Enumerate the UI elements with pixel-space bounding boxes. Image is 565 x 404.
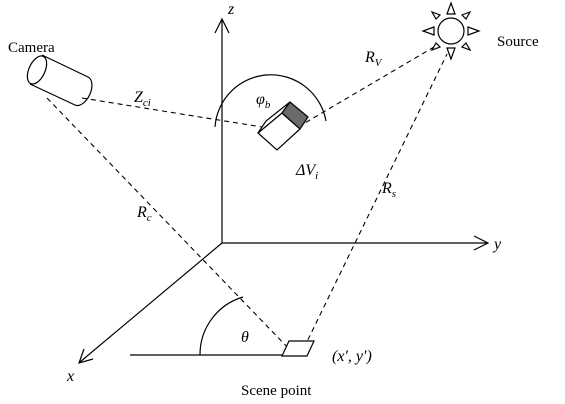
x-axis xyxy=(79,242,223,363)
theta-label: θ xyxy=(241,329,249,346)
camera-label: Camera xyxy=(8,40,55,56)
y-axis-arrowhead xyxy=(473,235,490,251)
r-v-label: RV xyxy=(364,49,383,69)
r-c-label: Rc xyxy=(136,204,152,224)
rays xyxy=(46,46,448,357)
source-label: Source xyxy=(497,34,539,50)
ray-z-ci xyxy=(81,97,263,128)
delta-v-label: ΔVi xyxy=(295,162,318,182)
x-axis-arrowhead xyxy=(78,348,94,364)
ray-r-s xyxy=(299,53,448,357)
y-axis-label: y xyxy=(492,236,502,253)
x-axis-label: x xyxy=(66,368,74,385)
r-s-label: Rs xyxy=(381,180,396,200)
z-axis-arrowhead xyxy=(214,17,230,34)
phi-b-arc xyxy=(214,74,327,128)
scene-point-patch xyxy=(281,340,315,357)
volume-element-cube xyxy=(257,101,309,151)
phi-b-label: φb xyxy=(256,91,271,111)
scene-point-label: Scene point xyxy=(241,383,312,399)
ray-r-c xyxy=(46,97,293,353)
coordinate-axes xyxy=(78,17,490,364)
scene-point-coordinates: (x′, y′) xyxy=(332,348,372,365)
z-axis-label: z xyxy=(227,1,235,18)
theta-arc xyxy=(199,296,244,356)
camera-icon xyxy=(26,54,93,107)
sun-icon xyxy=(421,1,481,61)
z-ci-label: Zci xyxy=(134,89,151,109)
